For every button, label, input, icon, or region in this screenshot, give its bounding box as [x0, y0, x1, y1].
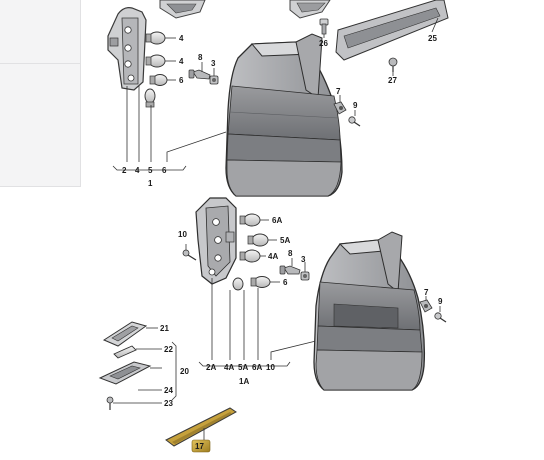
upper-bulbs — [144, 31, 168, 108]
callout-17: 17 — [195, 442, 204, 451]
panel-divider — [0, 63, 80, 64]
callout-7-lower: 7 — [424, 288, 429, 297]
group-label-1a: 1A — [239, 377, 249, 386]
callout-9-upper: 9 — [353, 101, 358, 110]
lower-right-leaders — [425, 296, 441, 312]
plate-light-labels: 21 22 24 23 20 — [160, 324, 189, 408]
upper-bulb-carrier — [107, 7, 147, 91]
plate-light-screw — [106, 396, 114, 410]
top-cropped-part-right — [289, 0, 331, 19]
sub-label-6: 6 — [162, 166, 167, 175]
lower-bulbs — [232, 213, 271, 291]
plate-light-housing — [98, 361, 152, 385]
callout-21: 21 — [160, 324, 169, 333]
trim-strip: 17 — [165, 407, 237, 453]
callout-20: 20 — [180, 367, 189, 376]
lower-right-labels: 7 9 — [424, 288, 443, 306]
upper-small-nut — [209, 75, 219, 85]
trim-label-badge — [191, 439, 211, 453]
lower-tail-lamp — [313, 231, 426, 391]
side-panel — [0, 0, 81, 187]
lower-leaders — [185, 219, 321, 367]
upper-right-labels: 26 25 27 7 9 — [319, 34, 437, 110]
plate-light-cover — [102, 321, 148, 347]
callout-8-lower: 8 — [288, 249, 293, 258]
sub-label-4: 4 — [135, 166, 140, 175]
sub-label-2a: 2A — [206, 363, 216, 372]
upper-right-washer — [348, 116, 361, 127]
callout-6: 6 — [179, 76, 184, 85]
callout-6-lower: 6 — [283, 278, 288, 287]
upper-right-clip — [319, 18, 329, 35]
callout-10: 10 — [178, 230, 187, 239]
callout-26: 26 — [319, 39, 328, 48]
lower-callout-labels: 6A 5A 4A 6 10 8 3 2A 4A 5A 6A 10 1A — [178, 216, 306, 386]
sub-label-10: 10 — [266, 363, 275, 372]
lower-right-washer — [434, 312, 447, 323]
callout-7-upper: 7 — [336, 87, 341, 96]
callout-9-lower: 9 — [438, 297, 443, 306]
top-cropped-part-left — [159, 0, 206, 19]
callout-23: 23 — [164, 399, 173, 408]
lower-right-bolt — [419, 299, 433, 313]
sub-label-6a: 6A — [252, 363, 262, 372]
sub-label-5a: 5A — [238, 363, 248, 372]
plate-light-bulb — [113, 345, 137, 359]
lower-bulb-carrier — [195, 197, 237, 285]
callout-22: 22 — [164, 345, 173, 354]
callout-4b: 4 — [179, 57, 184, 66]
callout-5a: 5A — [280, 236, 290, 245]
lower-left-screw — [182, 249, 197, 261]
sub-label-4a: 4A — [224, 363, 234, 372]
upper-right-bolt — [333, 101, 347, 115]
callout-3-lower: 3 — [301, 255, 306, 264]
callout-25: 25 — [428, 34, 437, 43]
upper-right-strip — [335, 0, 449, 61]
sub-label-5: 5 — [148, 166, 153, 175]
upper-right-screw — [388, 57, 398, 72]
lower-small-nut — [300, 271, 310, 281]
callout-8: 8 — [198, 53, 203, 62]
upper-callout-labels: 4 4 6 8 3 2 4 5 6 1 — [122, 34, 216, 188]
callout-3: 3 — [211, 59, 216, 68]
sub-label-2: 2 — [122, 166, 127, 175]
plate-light-leaders — [113, 327, 177, 404]
upper-right-leaders — [323, 17, 439, 116]
callout-24: 24 — [164, 386, 173, 395]
callout-6a: 6A — [272, 216, 282, 225]
callout-4a: 4 — [179, 34, 184, 43]
upper-small-screw — [188, 69, 211, 80]
upper-tail-lamp — [225, 33, 343, 197]
callout-4a: 4A — [268, 252, 278, 261]
upper-leaders — [112, 37, 227, 171]
group-label-1: 1 — [148, 179, 153, 188]
callout-27: 27 — [388, 76, 397, 85]
lower-small-screw — [279, 265, 301, 275]
